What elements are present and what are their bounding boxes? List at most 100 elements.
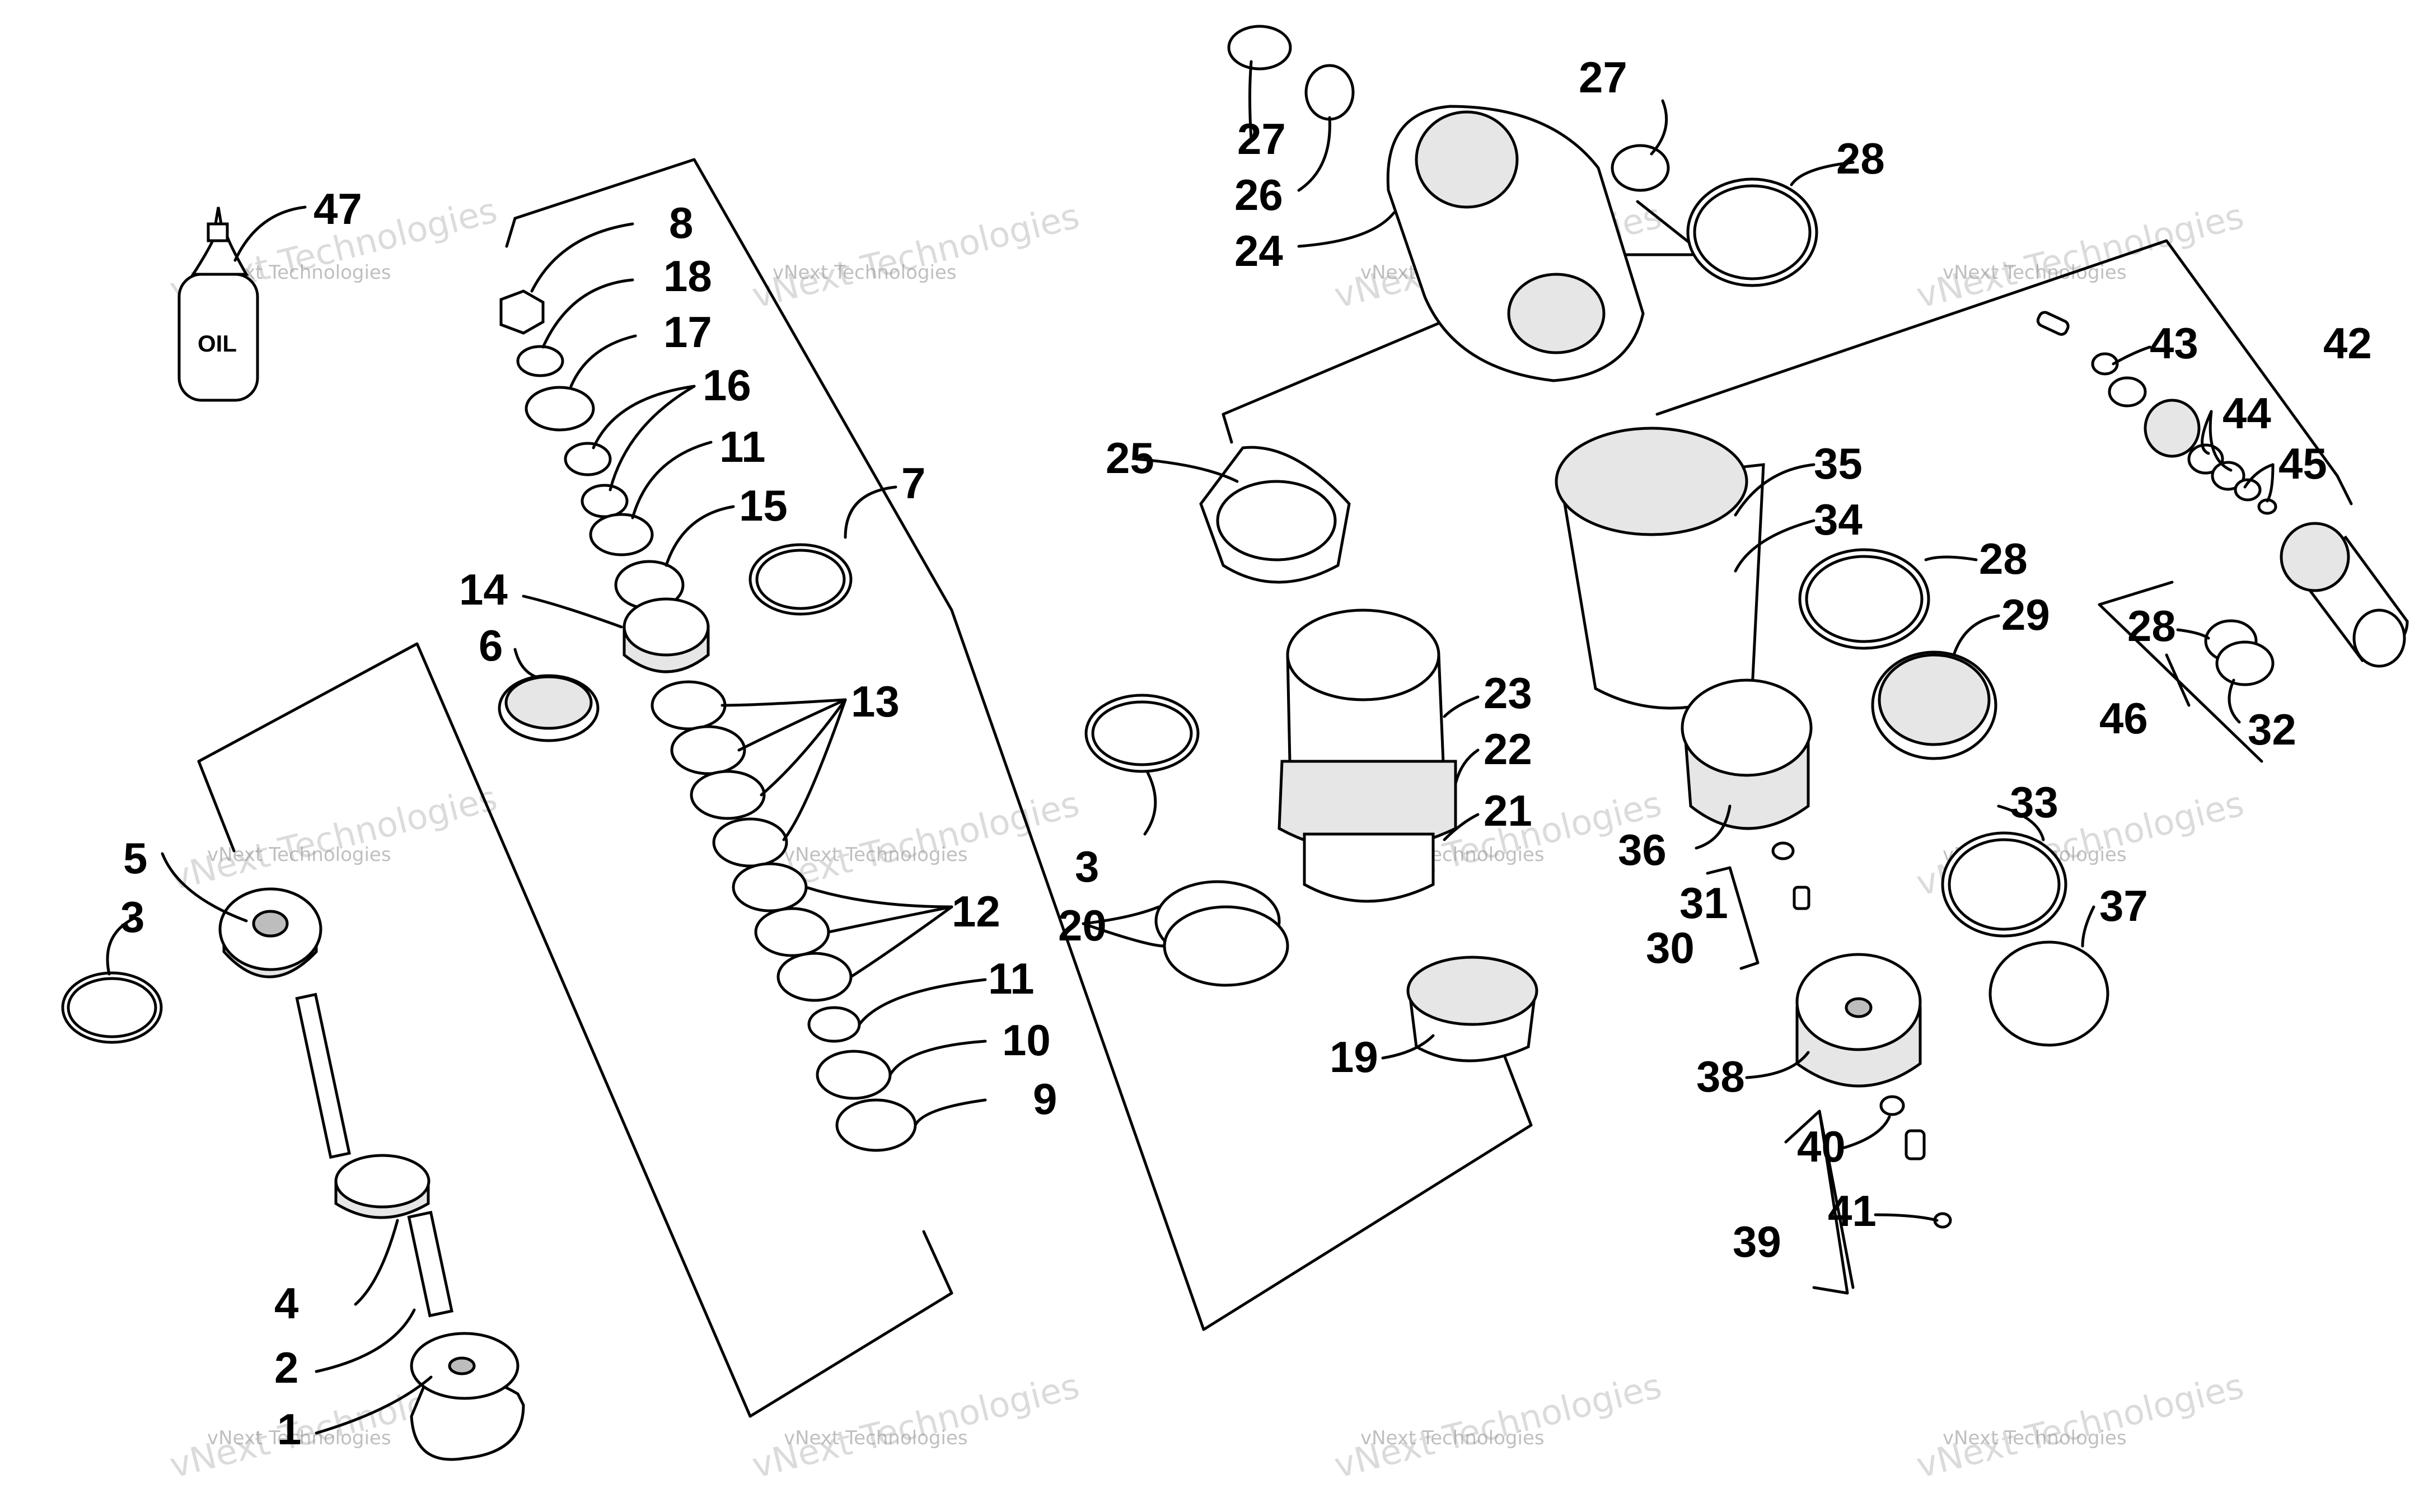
leader-lines: [106, 60, 2275, 1435]
callout-44: 44: [2223, 388, 2271, 438]
callout-2: 2: [274, 1343, 298, 1392]
watermark: vNext Technologies: [1330, 1365, 1665, 1486]
callout-30: 30: [1646, 923, 1695, 972]
callout-10: 10: [1002, 1015, 1051, 1065]
shock-body-icon: [1278, 608, 1457, 903]
watermark: vNext Technologies: [784, 844, 968, 866]
callout-29: 29: [2001, 590, 2050, 639]
watermark: vNext Technologies: [207, 844, 391, 866]
frame-valve-top: [505, 217, 517, 248]
frame-39-diag: [1818, 1110, 1855, 1289]
frame-body: [1222, 200, 1706, 416]
watermark: vNext Technologies: [784, 1427, 968, 1449]
callout-23: 23: [1484, 668, 1532, 718]
watermark: vNext Technologies: [1943, 1427, 2127, 1449]
o-ring-icon: [748, 543, 853, 616]
callout-45: 45: [2278, 439, 2327, 488]
callout-1: 1: [277, 1405, 301, 1454]
o-rings-icon: [2204, 619, 2275, 686]
frame-46-leader: [2165, 653, 2191, 707]
callout-9: 9: [1033, 1074, 1057, 1124]
callout-5: 5: [123, 834, 147, 883]
floating-piston-icon: [1681, 678, 1813, 830]
eyelet-icon: [410, 1332, 525, 1461]
callout-33: 33: [2010, 778, 2058, 827]
callout-15: 15: [739, 481, 788, 530]
callout-6: 6: [479, 621, 503, 670]
callout-22: 22: [1484, 724, 1532, 774]
callout-3a: 3: [120, 892, 144, 942]
watermarks: vNext Technologies vNext Technologies vN…: [166, 190, 2248, 1486]
callout-36: 36: [1618, 825, 1667, 874]
callout-14: 14: [459, 565, 508, 614]
callout-35: 35: [1814, 439, 1863, 488]
callout-43: 43: [2150, 319, 2198, 368]
frame-body-drop: [1222, 413, 1233, 444]
callout-47: 47: [314, 184, 362, 233]
frame-valve-bottom: [748, 1230, 953, 1418]
callout-labels: 47 8 18 17 16 11 15 7 14 6 13 12 11 10 9…: [120, 53, 2372, 1454]
callout-8: 8: [669, 198, 693, 247]
valve-core-icon: [1771, 841, 1810, 910]
reservoir-piston-icon: [1795, 953, 1922, 1088]
callout-13: 13: [851, 677, 900, 726]
watermark: vNext Technologies: [207, 1427, 391, 1449]
callout-37: 37: [2099, 881, 2148, 930]
oil-bottle-icon: OIL: [177, 207, 259, 402]
frame-39: [1784, 1110, 1849, 1295]
valve-stack: [499, 289, 917, 1152]
frame-shaft-left: [197, 642, 752, 1418]
callout-32: 32: [2248, 705, 2296, 754]
callout-41: 41: [1828, 1186, 1877, 1235]
reservoir-can-icon: [1555, 427, 1765, 710]
callout-42: 42: [2323, 319, 2372, 368]
watermark: vNext Technologies: [1360, 1427, 1545, 1449]
o-ring-icon: [1941, 831, 2067, 938]
callout-34: 34: [1814, 495, 1863, 544]
callout-21: 21: [1484, 786, 1532, 835]
watermark: vNext Technologies: [1912, 195, 2248, 316]
o-ring-icon: [1988, 940, 2109, 1047]
callout-26: 26: [1234, 170, 1283, 219]
callout-18: 18: [663, 251, 712, 301]
frame-adjuster-42: [1655, 239, 2353, 505]
callout-39: 39: [1733, 1217, 1781, 1266]
callout-31: 31: [1679, 878, 1728, 928]
o-ring-icon: [1084, 694, 1200, 773]
frame-46-top: [2098, 581, 2174, 606]
o-ring-icon: [1798, 548, 1930, 650]
shaft-icon: [295, 993, 453, 1318]
watermark: vNext Technologies: [748, 1365, 1083, 1486]
cup-icon: [1406, 956, 1538, 1062]
callout-24: 24: [1234, 226, 1283, 275]
callout-27a: 27: [1237, 114, 1286, 163]
assembly-frames: [197, 158, 2353, 1418]
callout-46: 46: [2099, 694, 2148, 743]
frame-30: [1706, 866, 1760, 970]
callout-28b: 28: [1979, 534, 2028, 583]
watermark: vNext Technologies: [773, 261, 957, 284]
watermark: vNext Technologies: [1912, 1365, 2248, 1486]
callout-11b: 11: [988, 954, 1034, 1003]
callout-25: 25: [1106, 433, 1154, 483]
oil-label: OIL: [198, 330, 237, 357]
callout-19: 19: [1330, 1032, 1378, 1082]
callout-11: 11: [719, 422, 765, 471]
frame-shaft-left-drop: [197, 760, 236, 853]
frame-46-side: [2098, 603, 2263, 763]
callout-12: 12: [952, 887, 1000, 936]
callout-40: 40: [1797, 1122, 1846, 1171]
o-ring-icon: [1686, 177, 1818, 287]
o-ring-icon: [61, 971, 163, 1044]
fitting-icon: [1879, 1095, 1952, 1229]
parts: OIL: [61, 25, 2409, 1461]
band-ring-icon: [1871, 650, 1997, 760]
top-cap-icon: [1199, 446, 1351, 584]
valve-housing-icon: [2280, 522, 2409, 668]
callout-17: 17: [663, 307, 712, 357]
frame-valve-stack: [513, 158, 1533, 1331]
callout-20: 20: [1058, 901, 1107, 950]
bearing-cap-icon: [218, 887, 322, 979]
callout-28a: 28: [1836, 134, 1885, 183]
